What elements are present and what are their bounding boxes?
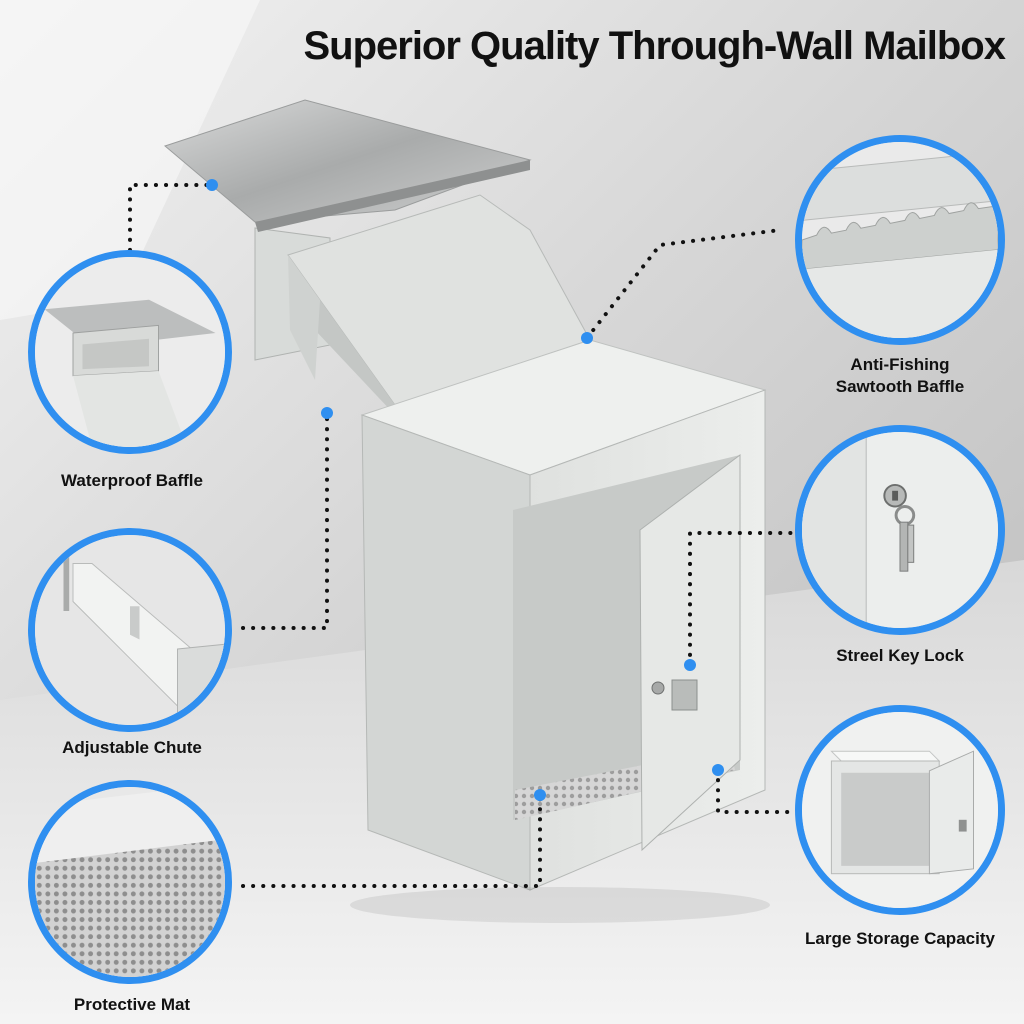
page-title: Superior Quality Through-Wall Mailbox	[303, 24, 1006, 68]
sawtooth-baffle-label-line2: Sawtooth Baffle	[835, 377, 965, 396]
waterproof-baffle-label: Waterproof Baffle	[61, 471, 203, 490]
storage-photo	[802, 712, 998, 908]
storage-capacity-callout	[795, 705, 1005, 915]
protective-mat-callout	[28, 780, 232, 984]
key-lock-label: Streel Key Lock	[836, 646, 964, 665]
adjustable-chute-callout	[28, 528, 232, 732]
sawtooth-photo	[802, 142, 998, 338]
chute-photo	[35, 535, 225, 725]
waterproof-baffle-callout	[28, 250, 232, 454]
sawtooth-baffle-label-line1: Anti-Fishing	[850, 355, 950, 374]
water-baffle-photo	[35, 257, 225, 447]
sawtooth-baffle-callout	[795, 135, 1005, 345]
storage-capacity-label: Large Storage Capacity	[805, 929, 995, 948]
key-lock-photo	[802, 432, 998, 628]
mat-photo	[35, 787, 225, 977]
key-lock-callout	[795, 425, 1005, 635]
adjustable-chute-label: Adjustable Chute	[62, 738, 202, 757]
protective-mat-label: Protective Mat	[73, 995, 191, 1014]
